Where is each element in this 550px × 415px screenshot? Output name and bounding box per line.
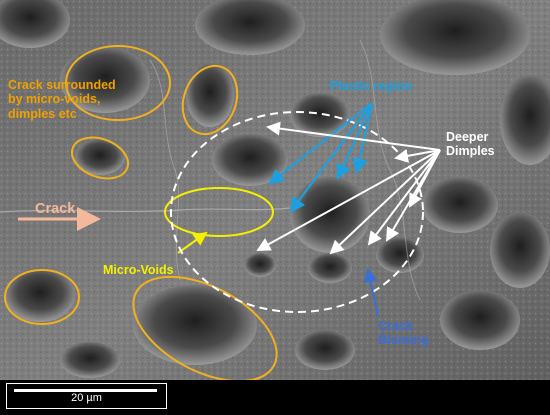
crack-surrounded-line-3: dimples etc bbox=[8, 106, 77, 121]
crack-label: Crack bbox=[35, 201, 76, 217]
crack-surrounded-line-1: Crack surrounded bbox=[8, 78, 116, 92]
micro-voids-arrow bbox=[177, 231, 208, 254]
deeper-dimples-line-2: Dimples bbox=[446, 144, 495, 159]
void-ellipse-bottom-left bbox=[4, 269, 80, 325]
scale-bar: 20 µm bbox=[6, 383, 167, 409]
void-ellipse-upper bbox=[181, 64, 239, 136]
crack-surrounded-line-2: by micro-voids, bbox=[8, 92, 101, 107]
crack-ellipse-top bbox=[65, 45, 171, 121]
crack-surrounded-label: Crack surrounded by micro-voids, dimples… bbox=[8, 78, 116, 121]
micro-voids-label: Micro-Voids bbox=[103, 263, 174, 277]
scale-bar-text: 20 µm bbox=[71, 392, 102, 404]
deeper-dimples-line-1: Deeper bbox=[446, 130, 489, 144]
scale-bar-line bbox=[14, 389, 157, 392]
void-ellipse-left bbox=[70, 136, 130, 180]
deeper-dimples-label: Deeper Dimples bbox=[446, 130, 495, 159]
micro-voids-ellipse bbox=[164, 187, 274, 237]
crack-blunting-arrow bbox=[363, 268, 379, 317]
plastic-zone-circle bbox=[170, 111, 424, 313]
crack-blunting-line-1: Crack bbox=[378, 319, 413, 333]
plastic-region-label: Plastic region bbox=[330, 79, 412, 93]
deeper-dimples-arrows bbox=[256, 121, 441, 255]
crack-blunting-label: Crack Blunting bbox=[378, 319, 429, 348]
void-ellipse-bottom-center bbox=[132, 275, 278, 383]
plastic-region-arrows bbox=[268, 102, 374, 213]
crack-blunting-line-2: Blunting bbox=[378, 333, 429, 348]
